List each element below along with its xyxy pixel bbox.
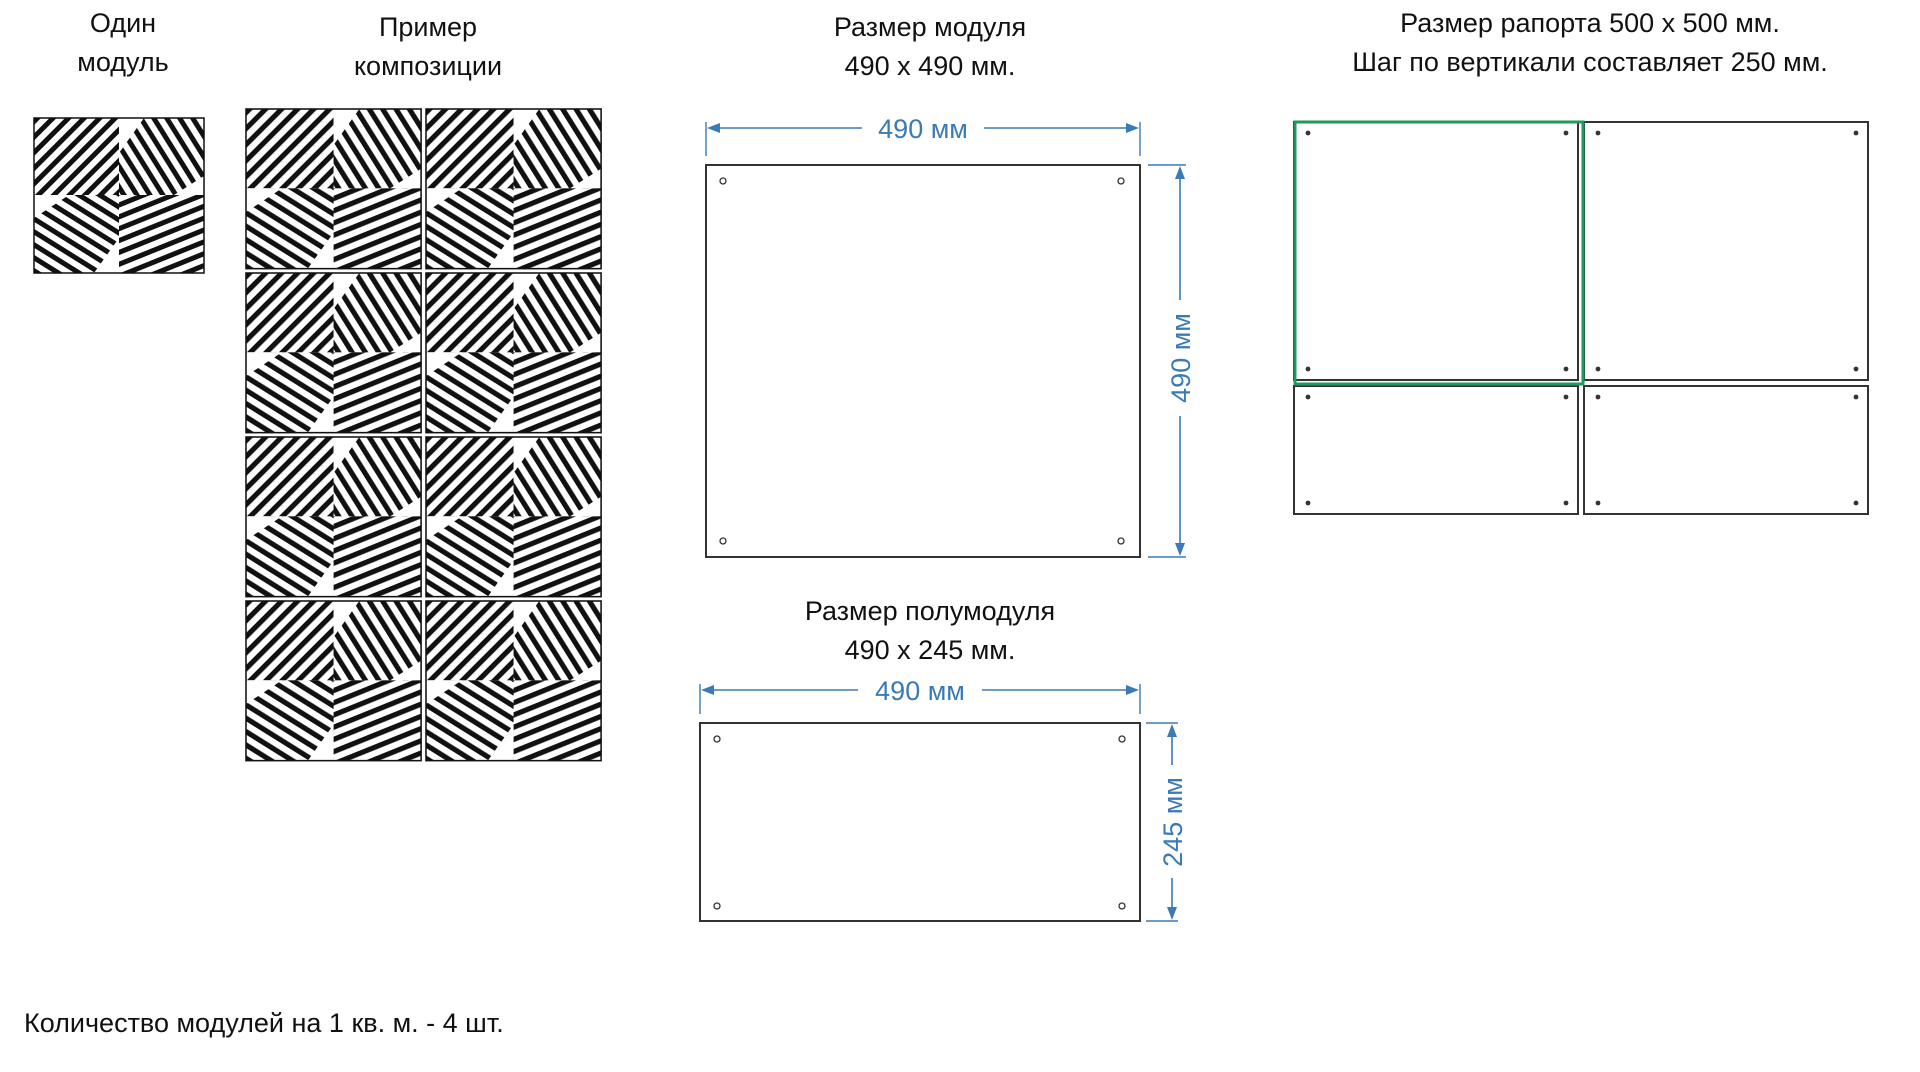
module-size-title: Размер модуля 490 х 490 мм. — [790, 8, 1070, 86]
mount-hole — [713, 902, 721, 910]
half-module-width-label: 490 мм — [875, 676, 965, 706]
rapport-layout — [1293, 120, 1869, 515]
module-outline — [705, 164, 1141, 558]
one-module-title-line1: Один — [89, 8, 157, 38]
module-height-dimension — [1148, 164, 1186, 558]
one-module-title: Один модуль — [50, 4, 196, 82]
composition-pattern-grid — [245, 108, 602, 762]
half-module-height-dimension — [1146, 722, 1178, 922]
composition-title-line1: Пример — [378, 12, 478, 42]
module-size-title-line2: 490 х 490 мм. — [844, 51, 1016, 81]
single-module-pattern — [33, 117, 205, 274]
composition-tile — [245, 108, 422, 270]
rapport-title: Размер рапорта 500 х 500 мм. Шаг по верт… — [1280, 4, 1900, 82]
composition-tile — [425, 436, 602, 598]
mount-hole — [1118, 735, 1126, 743]
mount-hole — [1117, 537, 1125, 545]
composition-tile — [245, 272, 422, 434]
module-size-title-line1: Размер модуля — [833, 12, 1027, 42]
mount-hole — [1117, 177, 1125, 185]
mount-hole — [1118, 902, 1126, 910]
composition-tile — [425, 272, 602, 434]
modules-per-sqm-note: Количество модулей на 1 кв. м. - 4 шт. — [24, 1008, 504, 1038]
rapport-highlight-frame — [1293, 120, 1585, 386]
composition-tile — [425, 108, 602, 270]
half-module-size-title: Размер полумодуля 490 х 245 мм. — [760, 592, 1100, 670]
mount-hole — [719, 537, 727, 545]
module-height-label: 490 мм — [1166, 313, 1196, 403]
half-module-size-title-line1: Размер полумодуля — [804, 596, 1056, 626]
rapport-module-top-left — [1293, 121, 1579, 381]
mount-hole — [713, 735, 721, 743]
rapport-title-line2: Шаг по вертикали составляет 250 мм. — [1352, 47, 1828, 77]
composition-title: Пример композиции — [318, 8, 538, 86]
composition-tile — [425, 600, 602, 762]
one-module-title-line2: модуль — [77, 47, 169, 77]
composition-tile — [245, 436, 422, 598]
half-module-height-label: 245 мм — [1158, 777, 1188, 867]
mount-hole — [719, 177, 727, 185]
rapport-half-module-right — [1583, 385, 1869, 515]
module-width-dimension — [705, 122, 1141, 156]
module-width-label: 490 мм — [878, 114, 968, 144]
rapport-mount-holes — [1305, 130, 1859, 506]
composition-title-line2: композиции — [353, 51, 503, 81]
rapport-title-line1: Размер рапорта 500 х 500 мм. — [1400, 8, 1780, 38]
half-module-drawing: 490 мм 245 мм — [699, 676, 1188, 922]
module-drawing: 490 мм 490 мм — [705, 114, 1196, 558]
composition-tile — [245, 600, 422, 762]
half-module-outline — [699, 722, 1141, 922]
rapport-module-top-right — [1583, 121, 1869, 381]
rapport-half-module-left — [1293, 385, 1579, 515]
half-module-width-dimension — [699, 684, 1141, 714]
half-module-size-title-line2: 490 х 245 мм. — [844, 635, 1016, 665]
